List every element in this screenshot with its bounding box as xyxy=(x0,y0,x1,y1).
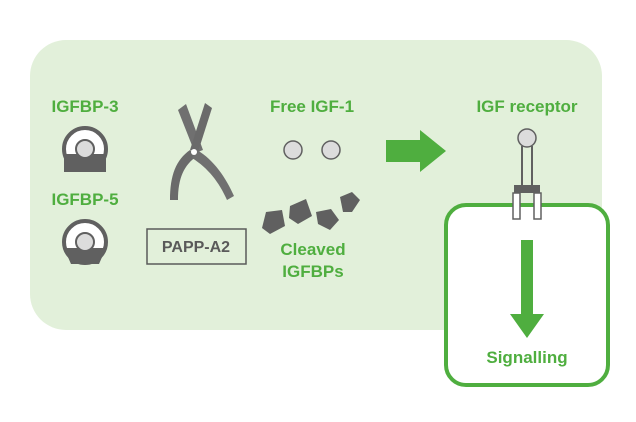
label-igfbp5: IGFBP-5 xyxy=(51,190,118,209)
papp-a2-box xyxy=(146,228,247,265)
label-igf-receptor: IGF receptor xyxy=(476,97,577,116)
label-papp-a2: PAPP-A2 xyxy=(162,239,230,256)
label-cleaved: Cleaved xyxy=(280,240,345,259)
protein-fragment-icon xyxy=(289,199,312,224)
label-free-igf1: Free IGF-1 xyxy=(270,97,354,116)
igf-molecule-icon xyxy=(283,140,303,160)
arrow-down-icon xyxy=(510,240,544,338)
label-signalling: Signalling xyxy=(486,348,567,367)
protein-fragment-icon xyxy=(316,209,339,230)
scissors-icon xyxy=(170,103,234,200)
arrow-right-icon xyxy=(386,130,446,172)
igf-molecule-icon xyxy=(321,140,341,160)
igfbp3-complex-icon xyxy=(62,126,108,172)
protein-fragment-icon xyxy=(262,210,285,234)
igfbp5-complex-icon xyxy=(62,219,108,265)
protein-fragment-icon xyxy=(340,192,360,212)
label-igfbps: IGFBPs xyxy=(282,262,343,281)
label-igfbp3: IGFBP-3 xyxy=(51,97,118,116)
receptor-icon xyxy=(512,128,542,220)
